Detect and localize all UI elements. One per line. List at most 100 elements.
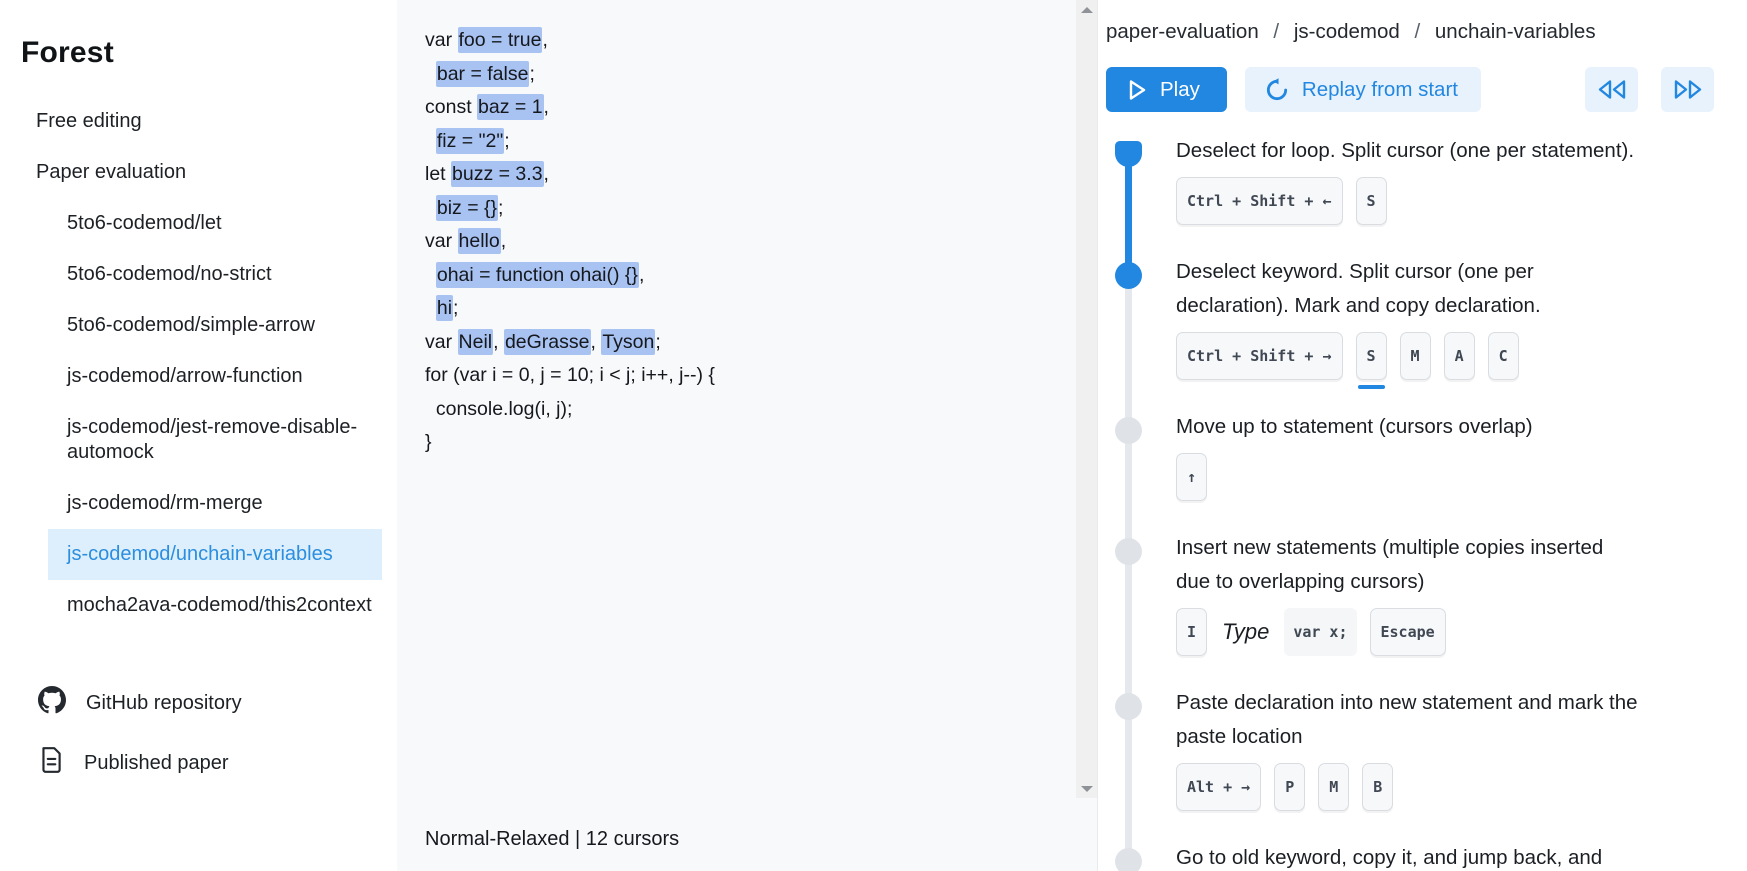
kbd-key: P	[1274, 763, 1306, 811]
code-line: ohai = function ohai() {},	[435, 261, 645, 288]
code-line: var hello,	[425, 228, 507, 254]
github-icon	[38, 686, 66, 720]
step-description: Deselect for loop. Split cursor (one per…	[1176, 139, 1635, 162]
sidebar-item-js-codemod-arrow-function[interactable]: js-codemod/arrow-function	[67, 365, 303, 387]
replay-icon	[1266, 77, 1287, 100]
timeline-marker[interactable]	[1115, 538, 1142, 565]
kbd-key: ↑	[1176, 453, 1208, 501]
selection-highlight: fiz = "2"	[435, 127, 505, 154]
step-keys: Ctrl + Shift + ←S	[1176, 177, 1747, 225]
selection-highlight: hello	[457, 228, 501, 254]
typed-code-chip: var x;	[1284, 608, 1357, 656]
scroll-up-button[interactable]	[1076, 0, 1097, 19]
code-line: bar = false;	[435, 60, 535, 87]
code-editor-panel[interactable]: var foo = true, bar = false; const baz = …	[397, 0, 1098, 871]
code-line: var foo = true,	[425, 27, 548, 53]
selection-highlight: foo = true	[457, 27, 543, 53]
fast-forward-icon	[1674, 80, 1701, 99]
editor-scrollbar[interactable]	[1076, 0, 1097, 798]
sidebar-item-5to6-codemod-let[interactable]: 5to6-codemod/let	[67, 212, 222, 234]
code-line: let buzz = 3.3,	[425, 161, 549, 187]
timeline-marker[interactable]	[1115, 141, 1142, 167]
kbd-key: M	[1318, 763, 1350, 811]
timeline-step: Paste declaration into new statement and…	[1106, 686, 1747, 861]
sidebar-item-5to6-codemod-simple-arrow[interactable]: 5to6-codemod/simple-arrow	[67, 314, 315, 336]
sidebar-item-js-codemod-rm-merge[interactable]: js-codemod/rm-merge	[67, 492, 263, 514]
code-line: for (var i = 0, j = 10; i < j; i++, j--)…	[425, 364, 715, 386]
play-button[interactable]: Play	[1106, 67, 1227, 112]
step-description: Paste declaration into new statement and…	[1176, 691, 1638, 748]
selection-highlight: deGrasse	[503, 328, 591, 355]
step-description: Deselect keyword. Split cursor (one per …	[1176, 260, 1541, 317]
sidebar-link-label: GitHub repository	[86, 691, 242, 714]
sidebar-item-js-codemod-unchain-variables[interactable]: js-codemod/unchain-variables	[48, 529, 382, 580]
type-action-label: Type	[1222, 619, 1270, 644]
code-line: const baz = 1,	[425, 94, 549, 120]
play-icon	[1129, 79, 1146, 100]
sidebar-link-github-repository[interactable]: GitHub repository	[38, 673, 397, 733]
sidebar-item-mocha2ava-codemod-this2context[interactable]: mocha2ava-codemod/this2context	[67, 594, 372, 616]
player-controls: Play Replay from start	[1106, 67, 1714, 112]
sidebar-link-label: Published paper	[84, 751, 229, 774]
breadcrumb-segment-paper-evaluation[interactable]: paper-evaluation	[1106, 20, 1259, 43]
scroll-down-icon	[1080, 785, 1093, 792]
sidebar-item-free-editing[interactable]: Free editing	[36, 110, 142, 132]
sidebar-item-5to6-codemod-no-strict[interactable]: 5to6-codemod/no-strict	[67, 263, 272, 285]
kbd-key: Ctrl + Shift + →	[1176, 332, 1343, 380]
timeline-step: Deselect keyword. Split cursor (one per …	[1106, 255, 1747, 430]
kbd-key: I	[1176, 608, 1208, 656]
timeline-step: Go to old keyword, copy it, and jump bac…	[1106, 841, 1747, 871]
breadcrumb-segment-unchain-variables[interactable]: unchain-variables	[1434, 20, 1596, 43]
scroll-down-button[interactable]	[1076, 779, 1097, 798]
code-line: console.log(i, j);	[425, 397, 573, 420]
code-line: var Neil, deGrasse, Tyson;	[425, 328, 661, 355]
kbd-key: B	[1362, 763, 1394, 811]
step-back-button[interactable]	[1585, 67, 1638, 112]
breadcrumb: paper-evaluation / js-codemod / unchain-…	[1106, 20, 1747, 44]
timeline-marker[interactable]	[1115, 693, 1142, 720]
step-description: Insert new statements (multiple copies i…	[1176, 536, 1604, 593]
code-line: biz = {};	[435, 194, 504, 221]
replay-panel: paper-evaluation / js-codemod / unchain-…	[1098, 0, 1747, 871]
step-description: Go to old keyword, copy it, and jump bac…	[1176, 846, 1603, 869]
kbd-key: S	[1355, 177, 1387, 225]
kbd-key: C	[1487, 332, 1519, 380]
kbd-key: A	[1443, 332, 1475, 380]
rewind-icon	[1598, 80, 1625, 99]
selection-highlight: buzz = 3.3	[451, 161, 544, 187]
breadcrumb-segment-js-codemod[interactable]: js-codemod	[1293, 20, 1400, 43]
step-forward-button[interactable]	[1661, 67, 1714, 112]
selection-highlight: ohai = function ohai() {}	[435, 261, 639, 288]
timeline-step: Insert new statements (multiple copies i…	[1106, 531, 1747, 706]
selection-highlight: hi	[435, 295, 454, 321]
timeline-marker[interactable]	[1115, 848, 1142, 871]
selection-highlight: bar = false	[435, 60, 530, 87]
timeline-marker[interactable]	[1115, 417, 1142, 444]
kbd-key: Ctrl + Shift + ←	[1176, 177, 1343, 225]
scroll-up-icon	[1080, 6, 1093, 13]
replay-from-start-button[interactable]: Replay from start	[1244, 67, 1481, 112]
document-icon	[38, 746, 64, 780]
selection-highlight: biz = {}	[435, 194, 499, 221]
code-line: }	[425, 431, 432, 453]
timeline-step: Deselect for loop. Split cursor (one per…	[1106, 134, 1747, 275]
code-area[interactable]: var foo = true, bar = false; const baz = …	[397, 0, 1097, 460]
app-title: Forest	[21, 36, 114, 69]
kbd-key: Escape	[1369, 608, 1446, 656]
sidebar-item-paper-evaluation[interactable]: Paper evaluation	[36, 161, 187, 183]
kbd-key: S	[1355, 332, 1387, 389]
breadcrumb-separator: /	[1408, 20, 1426, 43]
code-line: hi;	[435, 295, 459, 321]
replay-button-label: Replay from start	[1301, 77, 1458, 101]
sidebar-link-published-paper[interactable]: Published paper	[38, 733, 397, 793]
play-button-label: Play	[1160, 77, 1200, 101]
timeline-marker[interactable]	[1115, 262, 1142, 289]
selection-highlight: Tyson	[601, 328, 656, 355]
timeline: Deselect for loop. Split cursor (one per…	[1106, 134, 1747, 871]
sidebar-item-js-codemod-jest-remove-disable-automock[interactable]: js-codemod/jest-remove-disable-automock	[67, 416, 358, 463]
